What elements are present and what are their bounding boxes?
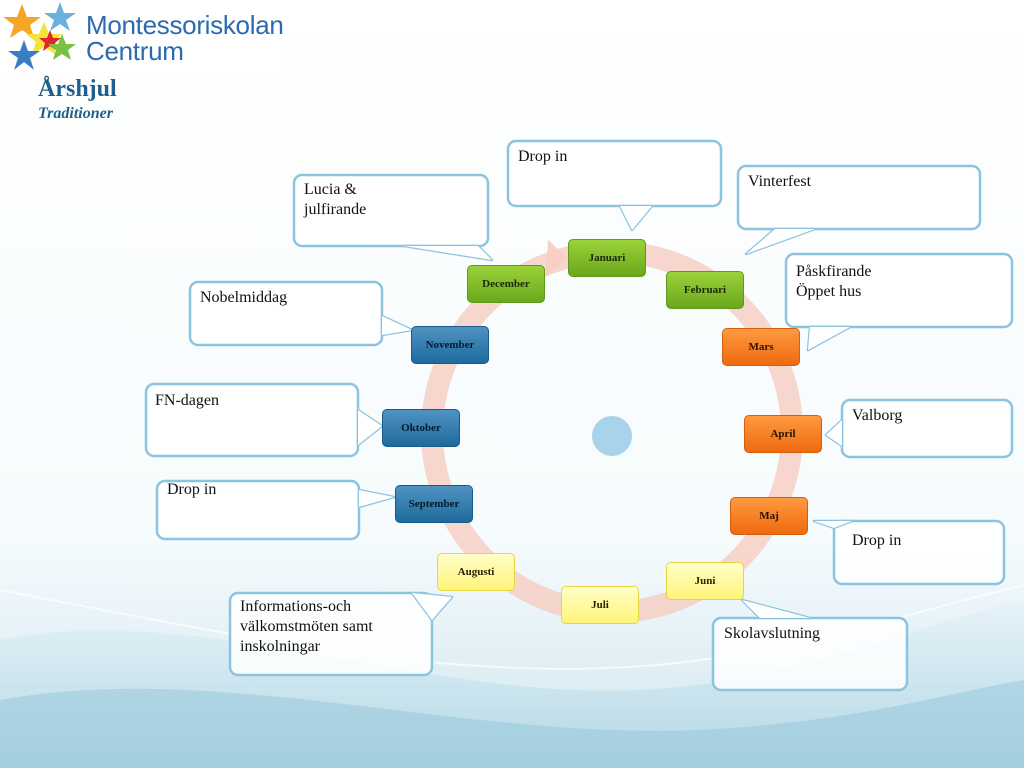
- callout-text-januari: Drop in: [518, 148, 568, 165]
- logo-text-line2: Centrum: [86, 36, 184, 66]
- callout-bubble-mars: [784, 252, 1014, 352]
- page-title: Årshjul: [38, 76, 117, 102]
- month-box-maj: Maj: [730, 497, 808, 535]
- callout-text-mars: Påskfirande Öppet hus: [796, 263, 872, 300]
- logo-text-line1: Montessoriskolan: [86, 10, 284, 40]
- month-box-november: November: [411, 326, 489, 364]
- callout-text-augusti: Informations-och välkomstmöten samt insk…: [240, 598, 373, 655]
- month-box-mars: Mars: [722, 328, 800, 366]
- callout-bubble-maj: [812, 519, 1006, 586]
- callout-bubble-augusti: [228, 591, 454, 677]
- month-box-december: December: [467, 265, 545, 303]
- star-logo-icon: [3, 2, 76, 70]
- callout-bubble-januari: [506, 139, 723, 232]
- callout-bubble-oktober: [144, 382, 384, 458]
- callout-text-september: Drop in: [167, 481, 217, 498]
- month-box-oktober: Oktober: [382, 409, 460, 447]
- callout-text-december: Lucia & julfirande: [304, 181, 367, 218]
- wheel-arrowhead: [546, 240, 568, 276]
- month-box-februari: Februari: [666, 271, 744, 309]
- month-box-juli: Juli: [561, 586, 639, 624]
- page-subtitle: Traditioner: [38, 105, 113, 122]
- callout-text-november: Nobelmiddag: [200, 289, 288, 306]
- month-box-september: September: [395, 485, 473, 523]
- month-box-augusti: Augusti: [437, 553, 515, 591]
- callout-bubble-november: [188, 280, 414, 347]
- callout-bubble-april: [824, 398, 1014, 459]
- callout-text-april: Valborg: [852, 407, 903, 424]
- callout-bubble-februari: [736, 164, 982, 256]
- logo: Montessoriskolan Centrum: [0, 0, 284, 75]
- month-box-juni: Juni: [666, 562, 744, 600]
- callout-bubble-september: [155, 479, 396, 541]
- callout-text-juni: Skolavslutning: [724, 625, 821, 642]
- month-box-april: April: [744, 415, 822, 453]
- callout-text-oktober: FN-dagen: [155, 392, 219, 409]
- callout-bubble-december: [292, 173, 494, 262]
- callout-text-maj: Drop in: [852, 532, 902, 549]
- month-box-januari: Januari: [568, 239, 646, 277]
- callout-bubble-juni: [711, 598, 909, 692]
- callout-text-februari: Vinterfest: [748, 173, 812, 190]
- center-dot: [592, 416, 632, 456]
